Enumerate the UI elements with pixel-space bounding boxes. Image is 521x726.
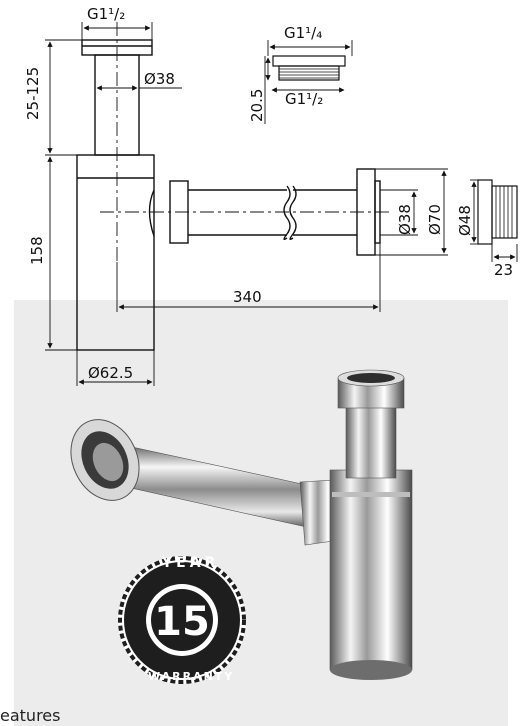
dim-height-adjust: 25-125 bbox=[24, 67, 42, 120]
features-heading: eatures bbox=[0, 706, 61, 725]
badge-number: 15 bbox=[154, 599, 210, 645]
dim-thread-top: G1¹/₂ bbox=[87, 5, 125, 23]
dim-adapter-diameter: Ø48 bbox=[456, 205, 474, 236]
dim-adapter-length: 23 bbox=[494, 261, 513, 279]
badge-warranty-text: WARRANTY bbox=[148, 670, 234, 683]
warranty-badge: YEAR 15 WARRANTY bbox=[118, 555, 246, 684]
dim-outlet-flange: Ø70 bbox=[426, 204, 444, 235]
dim-nut-thread-bottom: G1¹/₂ bbox=[285, 90, 323, 108]
nut-detail bbox=[264, 40, 353, 124]
dim-body-height: 158 bbox=[28, 236, 46, 265]
chrome-trap-photo bbox=[70, 369, 413, 680]
badge-year-text: YEAR bbox=[161, 555, 219, 571]
dim-nut-height: 20.5 bbox=[248, 89, 266, 122]
adapter-detail bbox=[470, 179, 518, 262]
dimension-lines bbox=[45, 22, 448, 386]
dim-body-diameter: Ø62.5 bbox=[88, 364, 133, 382]
dim-nut-thread-top: G1¹/₄ bbox=[284, 24, 322, 42]
dim-outlet-length: 340 bbox=[233, 288, 262, 306]
center-lines bbox=[100, 22, 392, 262]
dim-outlet-inner: Ø38 bbox=[396, 204, 414, 235]
trap-outline bbox=[76, 39, 381, 351]
dim-tube-diameter: Ø38 bbox=[144, 70, 175, 88]
